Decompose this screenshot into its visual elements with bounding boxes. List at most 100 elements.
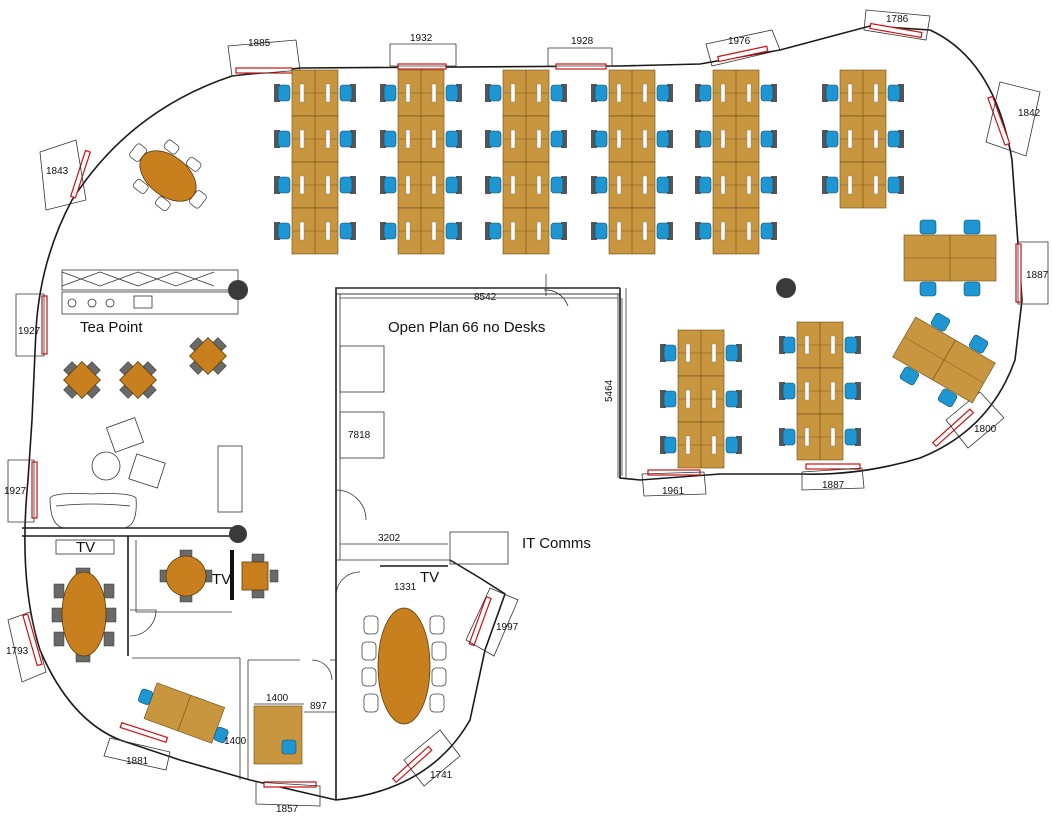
desk-column	[380, 69, 462, 255]
office-chair	[899, 366, 920, 386]
dim-label: 1928	[571, 36, 594, 47]
desk-column	[274, 69, 356, 255]
dim-label: 1885	[248, 38, 271, 49]
desk-pod	[779, 321, 861, 369]
office-chair	[277, 130, 291, 148]
desk-pod	[591, 207, 673, 255]
desk-column	[660, 329, 742, 469]
office-chair	[937, 388, 958, 408]
office-chair	[445, 222, 459, 240]
desk-pod	[380, 69, 462, 117]
office-chair	[550, 176, 564, 194]
desk-pod	[274, 207, 356, 255]
office-chair	[963, 281, 981, 297]
window	[235, 67, 293, 74]
window	[468, 595, 492, 647]
dim-label: 1331	[394, 582, 417, 593]
dim-label: 1887	[822, 480, 845, 491]
office-chair	[725, 436, 739, 454]
desk-pod	[380, 207, 462, 255]
office-chair	[277, 84, 291, 102]
office-chair	[825, 130, 839, 148]
office-chair	[445, 176, 459, 194]
desk-pod	[380, 161, 462, 209]
column	[229, 525, 247, 543]
core-room	[335, 274, 627, 597]
window	[717, 45, 769, 63]
desk-column	[485, 69, 567, 255]
desk-pod	[591, 161, 673, 209]
desk-pod	[779, 413, 861, 461]
office-chair	[594, 176, 608, 194]
dim-label: 7818	[348, 430, 371, 441]
lounge	[49, 417, 243, 529]
window	[41, 295, 48, 355]
office-chair	[919, 219, 937, 235]
office-chair	[339, 84, 353, 102]
it-comms-label: IT Comms	[522, 535, 591, 552]
desk-pod	[274, 115, 356, 163]
sofa	[49, 493, 137, 529]
dim-label: 1793	[6, 646, 29, 657]
office-chair	[698, 222, 712, 240]
window	[555, 63, 607, 70]
office-chair	[488, 222, 502, 240]
window	[987, 95, 1011, 146]
window	[869, 22, 923, 39]
coffee-table	[91, 451, 121, 481]
office-chair	[383, 176, 397, 194]
office-chair	[656, 176, 670, 194]
desk-pod	[695, 207, 777, 255]
open-plan-label: Open Plan	[388, 319, 459, 336]
dim-label: 1786	[886, 14, 909, 25]
desk-pod	[660, 421, 742, 469]
office-chair	[760, 222, 774, 240]
window	[391, 745, 433, 784]
desk-pod	[485, 207, 567, 255]
office-chair	[277, 222, 291, 240]
office-chair	[656, 222, 670, 240]
desk-count-label: 66 no Desks	[462, 319, 545, 336]
dim-label: 5464	[604, 379, 615, 402]
desk-pod	[892, 312, 996, 408]
desk-pod	[485, 161, 567, 209]
window	[397, 63, 447, 70]
office-chair	[663, 390, 677, 408]
desk-column	[591, 69, 673, 255]
window-dimensions: 1885 1932 1928 1976 1786 1842 1887 1800 …	[4, 9, 1049, 815]
office-chair	[656, 130, 670, 148]
office-chair	[594, 222, 608, 240]
dim-label: 1927	[4, 486, 27, 497]
office-chair	[725, 390, 739, 408]
office-chair	[383, 84, 397, 102]
office-chair	[277, 176, 291, 194]
office-chair	[339, 222, 353, 240]
boardroom-table	[361, 607, 447, 725]
office-chair	[488, 176, 502, 194]
window	[119, 721, 169, 744]
core-dimensions: 8542 5464 7818 3202 1331	[340, 292, 623, 593]
column	[228, 280, 248, 300]
desk-pod	[274, 69, 356, 117]
office-chair	[930, 312, 951, 332]
desk-pod	[591, 115, 673, 163]
dim-label: 1400	[224, 736, 247, 747]
office-chair	[663, 344, 677, 362]
dim-label: 1976	[728, 36, 751, 47]
meeting-table-top-left	[129, 139, 207, 212]
desk-pod	[274, 161, 356, 209]
dim-label: 1927	[18, 326, 41, 337]
armchair	[105, 417, 145, 453]
desk-pod	[822, 161, 904, 209]
office-chair	[844, 428, 858, 446]
dim-label: 1961	[662, 486, 685, 497]
dim-label: 1887	[1026, 270, 1049, 281]
desk-pod	[903, 219, 997, 297]
office-chair	[782, 382, 796, 400]
office-chair	[383, 130, 397, 148]
tea-tables	[63, 337, 227, 399]
office-chair	[594, 84, 608, 102]
dim-label: 1857	[276, 804, 299, 815]
window	[31, 461, 38, 519]
